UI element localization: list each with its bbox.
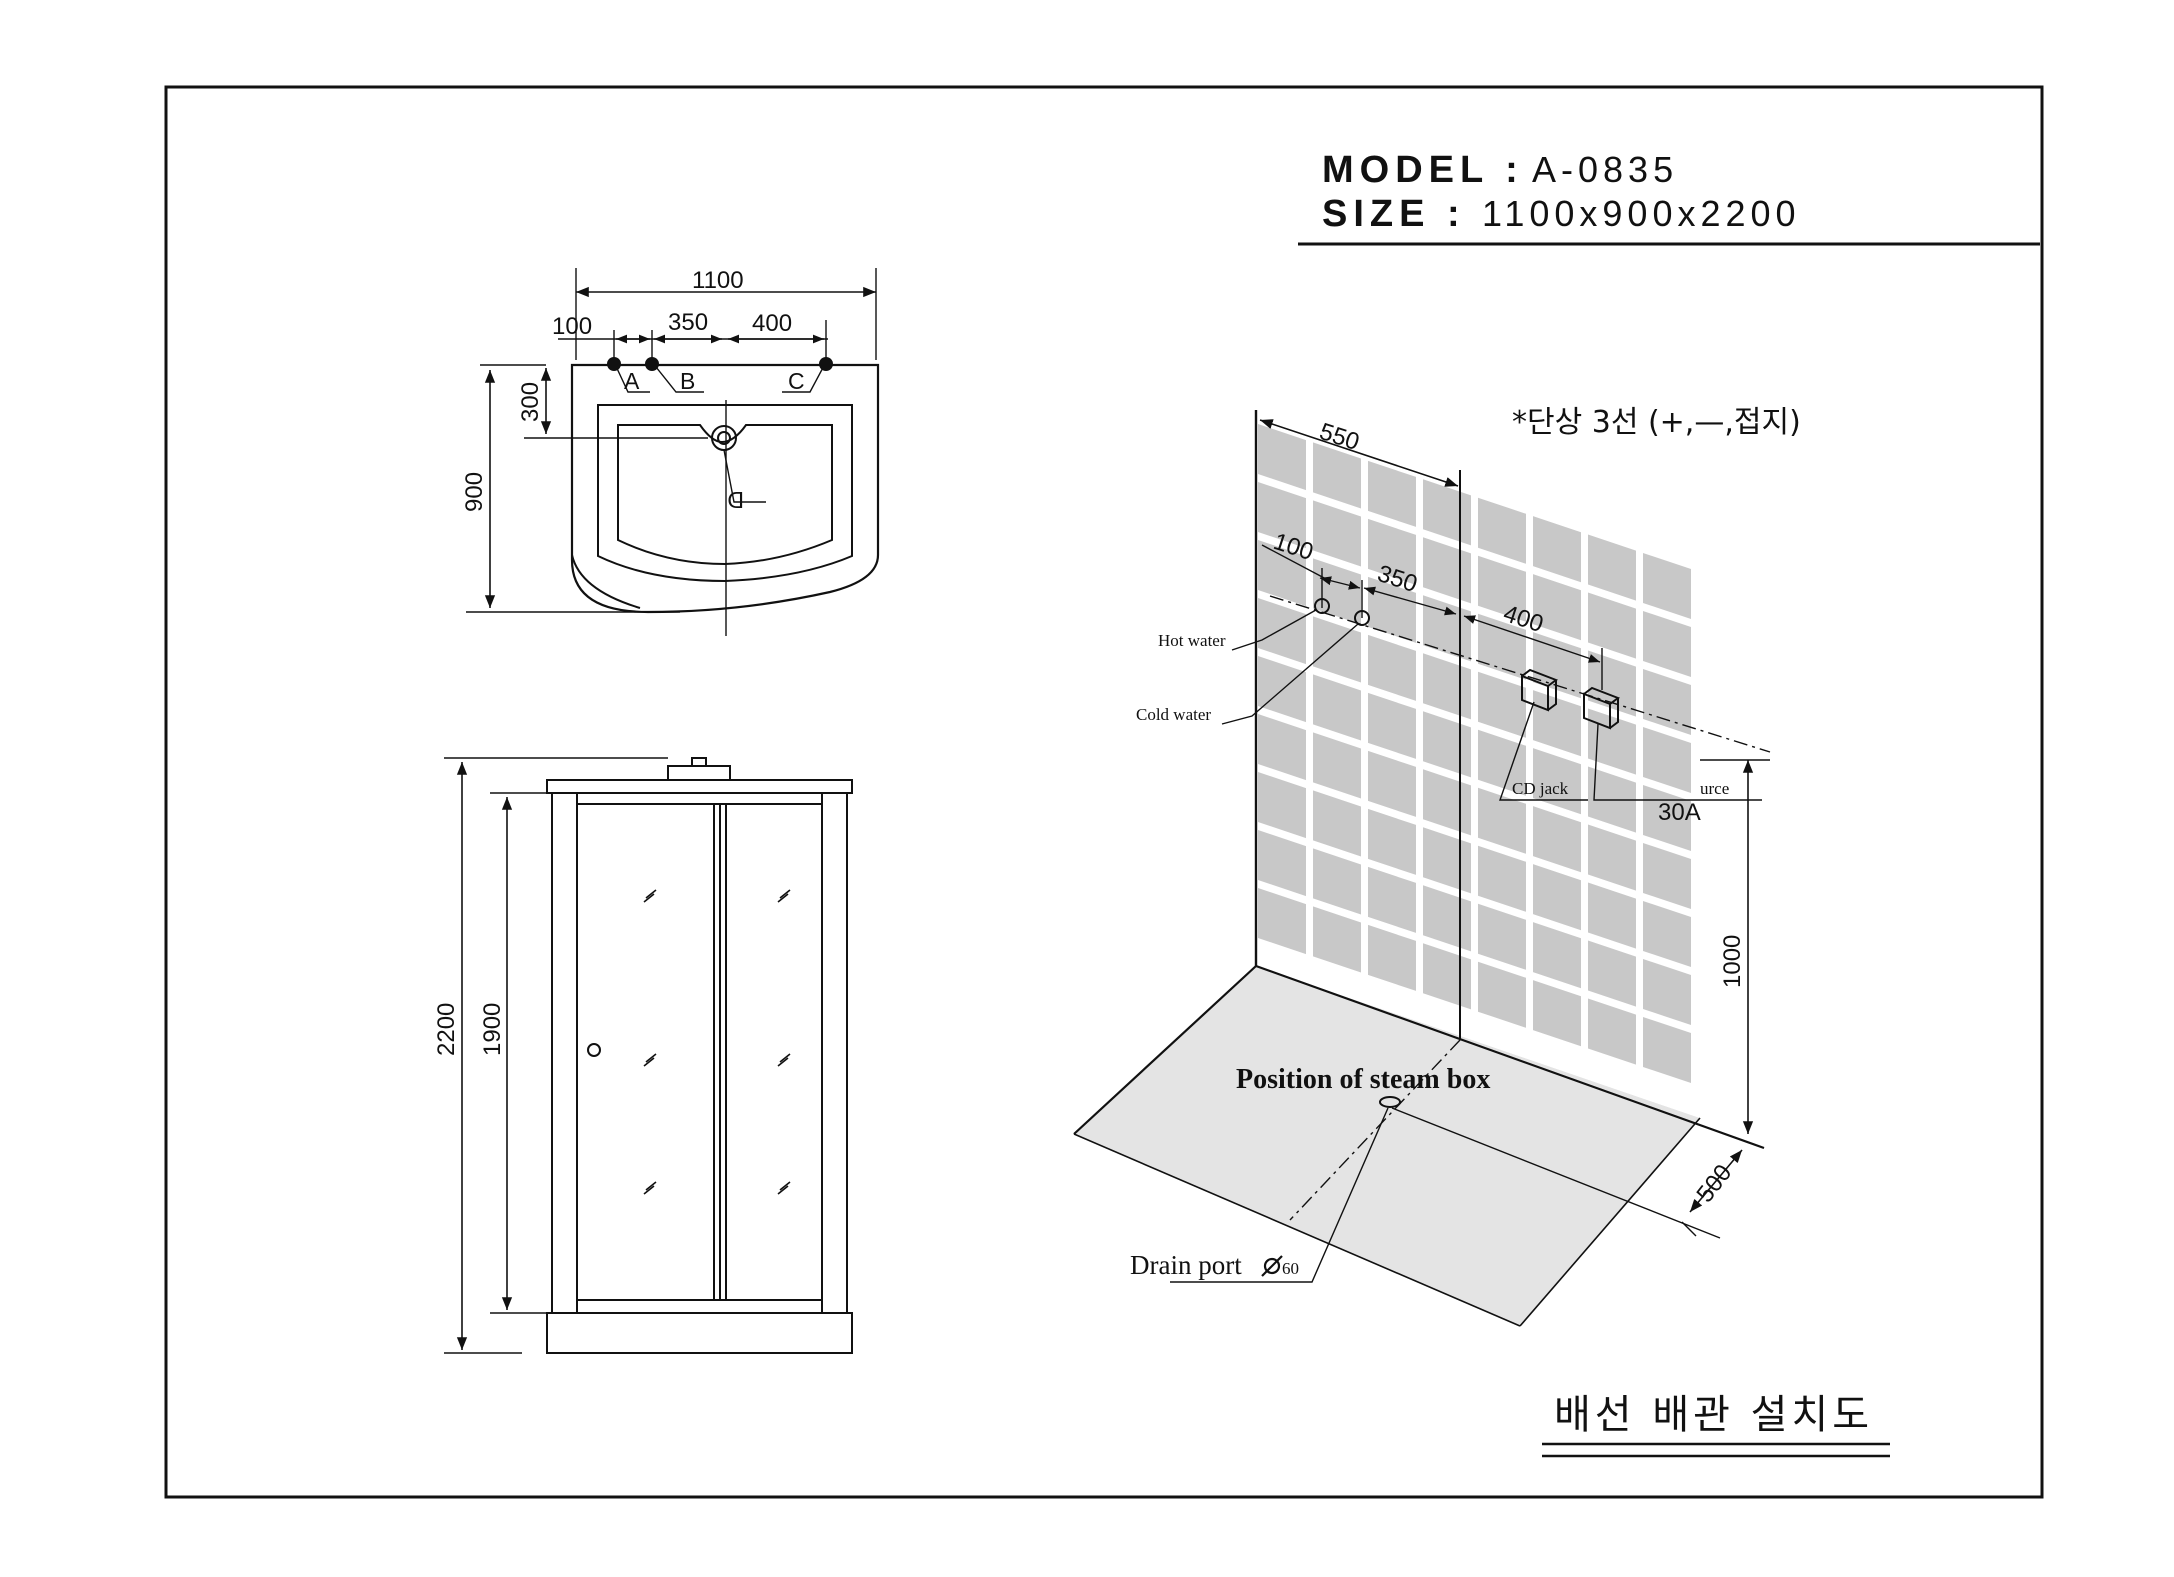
- wall-tile: [1533, 864, 1581, 931]
- wall-tile: [1478, 787, 1526, 854]
- wall-tile: [1643, 552, 1691, 620]
- plan-dim-a: 100: [552, 313, 592, 340]
- front-view-labels: 2200 1900: [433, 1003, 506, 1056]
- wall-tile: [1368, 808, 1416, 875]
- wall-tile: [1368, 866, 1416, 933]
- wall-tile: [1643, 784, 1691, 852]
- wall-tile: [1588, 592, 1636, 659]
- wall-tile: [1478, 903, 1526, 970]
- plan-point-a: A: [624, 368, 640, 394]
- wall-tile: [1478, 555, 1526, 622]
- wall-tile: [1643, 900, 1691, 968]
- iso-labels: *단상 3선 (+,—,접지) 550 100 350 400 1000 500…: [1130, 405, 1801, 1280]
- wall-tile: [1533, 516, 1581, 583]
- front-height-total: 2200: [433, 1003, 460, 1056]
- drain-port-label: Drain port: [1130, 1250, 1242, 1280]
- power-source-label: urce: [1700, 779, 1729, 798]
- wall-tile: [1258, 482, 1306, 549]
- front-height-door: 1900: [479, 1003, 506, 1056]
- wall-tile: [1313, 906, 1361, 973]
- point-c-marker: [819, 357, 833, 371]
- wall-tile: [1588, 824, 1636, 891]
- plan-point-d: D: [727, 487, 744, 513]
- plan-point-b: B: [680, 368, 695, 394]
- wall-tile: [1258, 830, 1306, 897]
- point-b-marker: [645, 357, 659, 371]
- wall-tile: [1368, 634, 1416, 701]
- plan-view-labels: 1100 100 350 400 A B C D 300 900: [461, 267, 805, 513]
- plan-depth-front: 300: [517, 382, 544, 422]
- wall-tile: [1313, 558, 1361, 625]
- wall-tile: [1313, 500, 1361, 567]
- plan-dim-c: 400: [752, 310, 792, 337]
- drawing-title-text: 배선 배관 설치도: [1554, 1392, 1873, 1438]
- wall-tile: [1533, 748, 1581, 815]
- point-a-marker: [607, 357, 621, 371]
- wall-tile: [1643, 842, 1691, 910]
- wall-tile: [1258, 888, 1306, 955]
- wall-tile: [1478, 845, 1526, 912]
- wall-tile: [1368, 750, 1416, 817]
- wall-tile: [1313, 732, 1361, 799]
- plan-point-c: C: [788, 368, 805, 394]
- wall-tile: [1478, 729, 1526, 796]
- cold-water-label: Cold water: [1136, 705, 1211, 724]
- wall-tile: [1643, 610, 1691, 678]
- wall-tile: [1533, 922, 1581, 989]
- wall-tile: [1588, 998, 1636, 1065]
- model-label: MODEL :: [1322, 149, 1524, 191]
- wall-tile: [1313, 616, 1361, 683]
- plan-view: [466, 268, 880, 636]
- iso-dim-500: 500: [1691, 1160, 1737, 1208]
- wall-tile: [1643, 668, 1691, 736]
- wall-tile: [1258, 714, 1306, 781]
- wall-tile: [1478, 497, 1526, 564]
- wall-tile: [1533, 806, 1581, 873]
- wall-tile: [1258, 540, 1306, 607]
- drawing-title: 배선 배관 설치도: [1542, 1392, 1890, 1458]
- diameter-icon: [1261, 1255, 1283, 1277]
- wall-tile: [1643, 1016, 1691, 1084]
- iso-lines: [1073, 410, 1771, 1327]
- wall-tile: [1643, 958, 1691, 1026]
- wall-tile: [1588, 882, 1636, 949]
- model-value: A-0835: [1532, 149, 1678, 190]
- wall-tile: [1533, 980, 1581, 1047]
- wall-tile: [1588, 940, 1636, 1007]
- plan-depth-total: 900: [461, 472, 488, 512]
- front-view: [444, 757, 853, 1354]
- plan-dim-b: 350: [668, 309, 708, 336]
- wall-tile: [1588, 534, 1636, 601]
- wall-tile: [1478, 961, 1526, 1028]
- wall-tile: [1258, 598, 1306, 665]
- hot-water-label: Hot water: [1158, 631, 1226, 650]
- cd-jack-label: CD jack: [1512, 779, 1569, 798]
- wall-tile: [1313, 848, 1361, 915]
- iso-floor: [1074, 966, 1700, 1326]
- iso-dim-1000: 1000: [1719, 935, 1746, 988]
- wall-tile: [1478, 671, 1526, 738]
- current-label: 30A: [1658, 799, 1701, 826]
- size-value: 1100x900x2200: [1482, 193, 1801, 234]
- size-label: SIZE :: [1322, 193, 1466, 235]
- sheet-border: [164, 85, 2044, 1499]
- wall-tile: [1313, 674, 1361, 741]
- wall-tile: [1533, 690, 1581, 757]
- plan-view-points: [607, 357, 833, 371]
- wall-tile: [1313, 790, 1361, 857]
- wall-tile: [1368, 692, 1416, 759]
- drain-size-label: 60: [1282, 1259, 1299, 1278]
- iso-note: *단상 3선 (+,—,접지): [1512, 405, 1801, 440]
- wall-tile: [1368, 924, 1416, 991]
- wall-tile: [1643, 726, 1691, 794]
- wall-tile: [1368, 518, 1416, 585]
- plan-width-total: 1100: [692, 267, 744, 294]
- title-block: MODEL : A-0835 SIZE : 1100x900x2200: [1298, 149, 2040, 246]
- wall-tile: [1258, 772, 1306, 839]
- steam-box-label: Position of steam box: [1236, 1064, 1490, 1095]
